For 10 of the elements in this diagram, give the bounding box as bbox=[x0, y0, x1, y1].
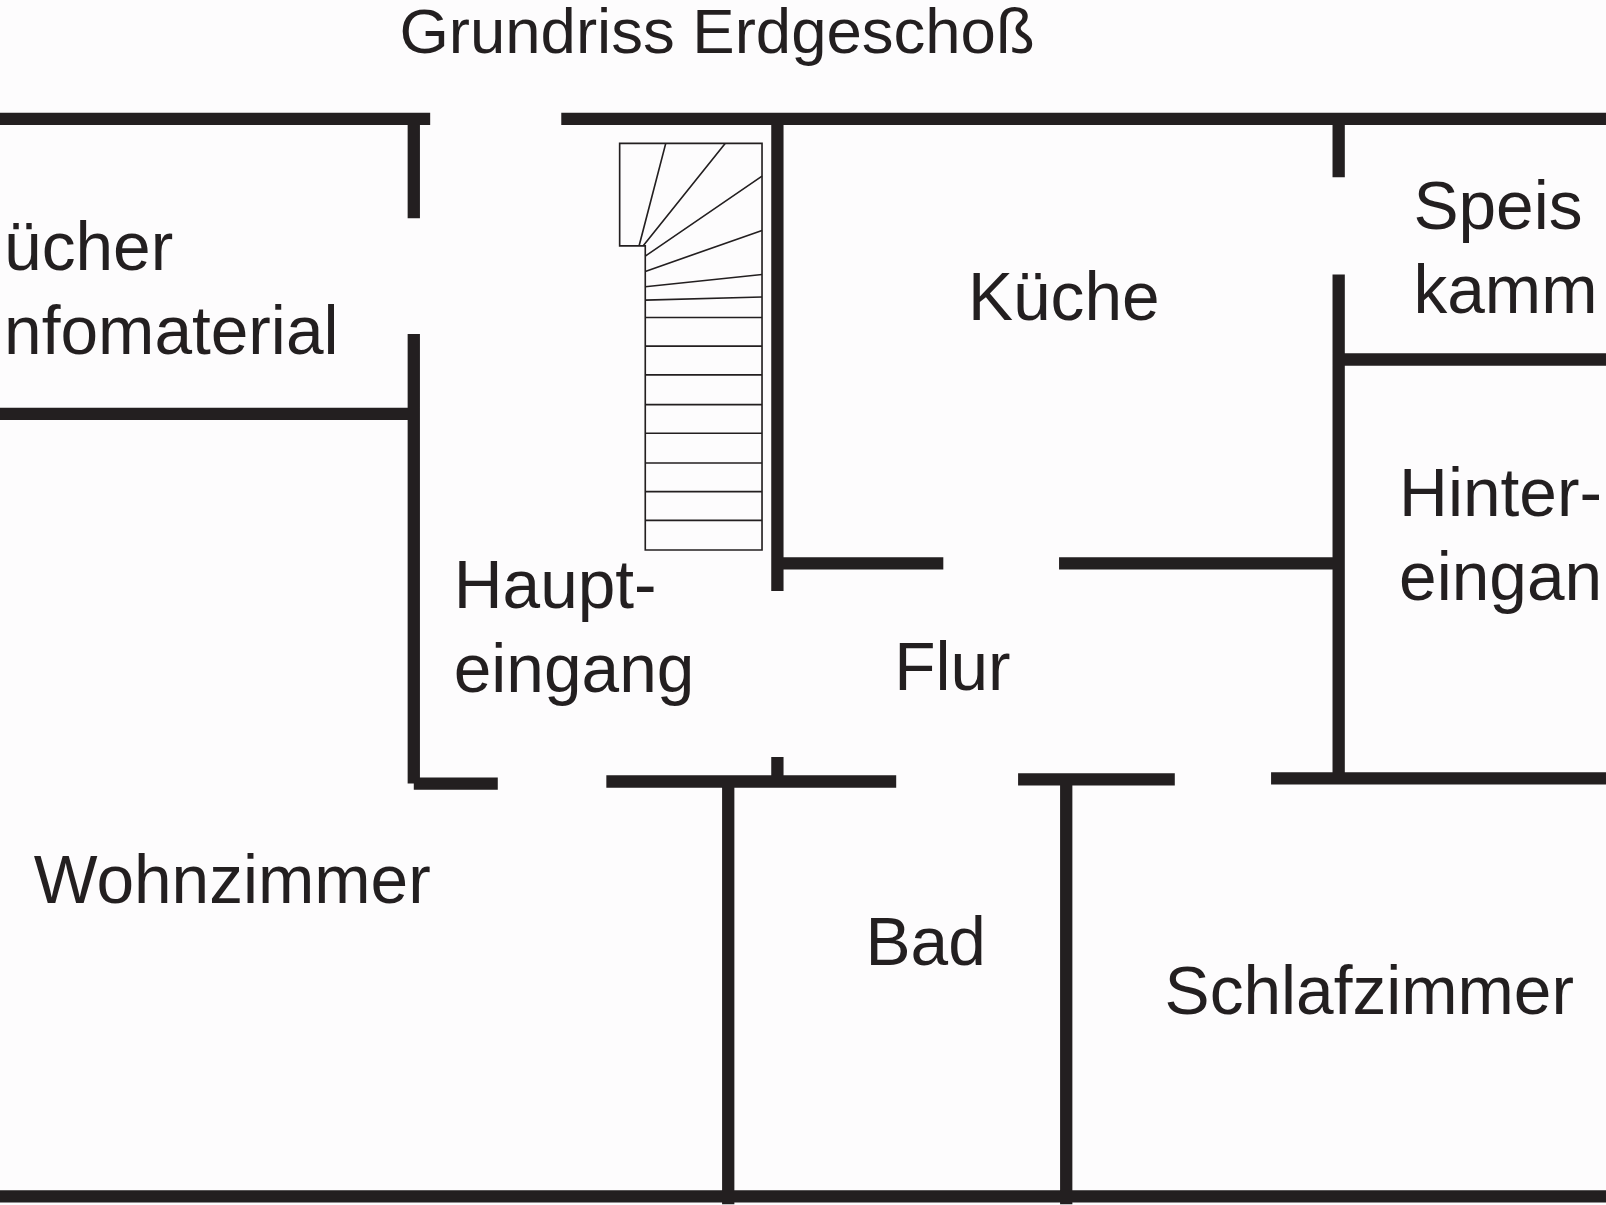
room-label: Küche bbox=[967, 257, 1160, 336]
room-label: Hinter- eingan bbox=[1399, 453, 1603, 617]
room-label: Speis kamm bbox=[1413, 166, 1598, 330]
room-label: Wohnzimmer bbox=[33, 840, 431, 920]
room-label: Haupt- eingang bbox=[453, 545, 695, 709]
room-label: Schlafzimmer bbox=[1164, 951, 1574, 1031]
room-label: ücher nfomaterial bbox=[4, 207, 339, 371]
title: Grundriss Erdgeschoß bbox=[399, 0, 1035, 64]
room-label: Flur bbox=[894, 627, 1011, 707]
room-label: Bad bbox=[865, 902, 986, 982]
